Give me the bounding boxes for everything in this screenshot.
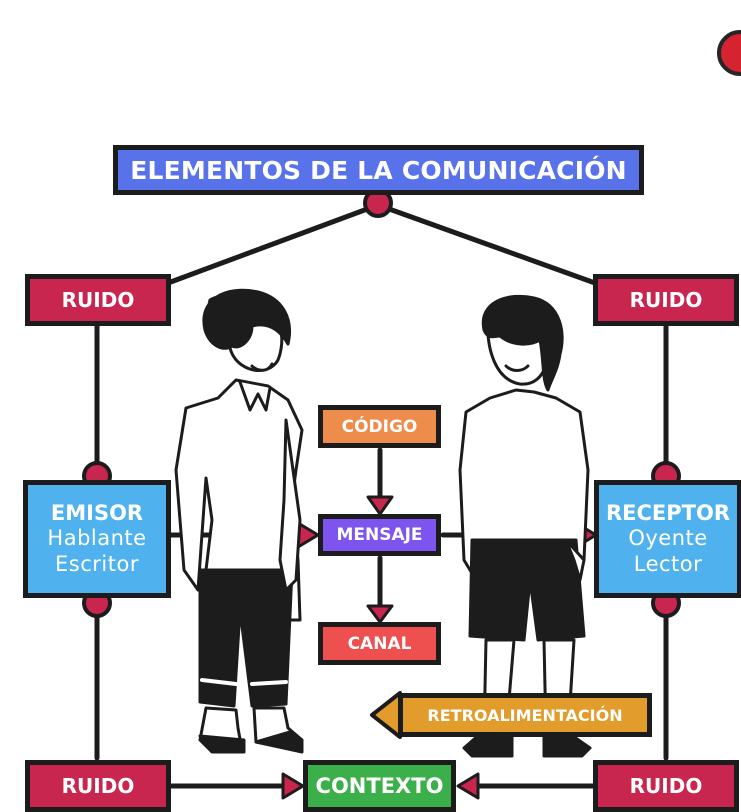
canal-box: CANAL <box>318 622 441 665</box>
title-to-left-ruido-line <box>165 202 381 286</box>
ruido-bottom-right-box: RUIDO <box>593 760 739 812</box>
ruido-top-right-label: RUIDO <box>629 288 703 312</box>
arrow-into-contexto-left-icon <box>281 772 305 800</box>
receptor-heading: RECEPTOR <box>605 501 730 526</box>
mensaje-box: MENSAJE <box>318 514 441 556</box>
codigo-label: CÓDIGO <box>341 416 418 437</box>
retro-arrow-tip-icon <box>370 691 402 739</box>
codigo-box: CÓDIGO <box>318 405 441 448</box>
listener-person-icon <box>458 294 592 758</box>
title-to-right-ruido-line <box>375 202 598 286</box>
canal-label: CANAL <box>347 633 412 654</box>
arrow-into-contexto-right-icon <box>456 772 480 800</box>
receptor-line-1: Oyente <box>628 526 708 551</box>
receptor-line-2: Lector <box>633 551 703 576</box>
ruido-bottom-left-box: RUIDO <box>25 760 171 812</box>
arrow-into-canal-icon <box>366 604 394 624</box>
receptor-box: RECEPTOR Oyente Lector <box>594 480 741 598</box>
arrow-into-mensaje-from-codigo-icon <box>366 495 394 516</box>
ruido-top-left-label: RUIDO <box>61 288 135 312</box>
speaker-person-icon <box>174 288 304 754</box>
emisor-heading: EMISOR <box>50 501 144 526</box>
retroalimentacion-box: RETROALIMENTACIÓN <box>398 693 652 737</box>
diagram-title: ELEMENTOS DE LA COMUNICACIÓN <box>113 145 644 195</box>
ruido-bottom-right-label: RUIDO <box>629 774 703 798</box>
ruido-top-right-box: RUIDO <box>593 274 739 326</box>
ruido-bottom-left-label: RUIDO <box>61 774 135 798</box>
contexto-box: CONTEXTO <box>303 760 456 812</box>
emisor-box: EMISOR Hablante Escritor <box>23 480 171 598</box>
mensaje-label: MENSAJE <box>336 525 423 545</box>
retroalimentacion-label: RETROALIMENTACIÓN <box>427 705 623 725</box>
diagram-title-text: ELEMENTOS DE LA COMUNICACIÓN <box>130 155 627 185</box>
emisor-line-1: Hablante <box>47 526 147 551</box>
ruido-top-left-box: RUIDO <box>25 274 171 326</box>
contexto-label: CONTEXTO <box>315 774 444 798</box>
emisor-line-2: Escritor <box>55 551 139 576</box>
